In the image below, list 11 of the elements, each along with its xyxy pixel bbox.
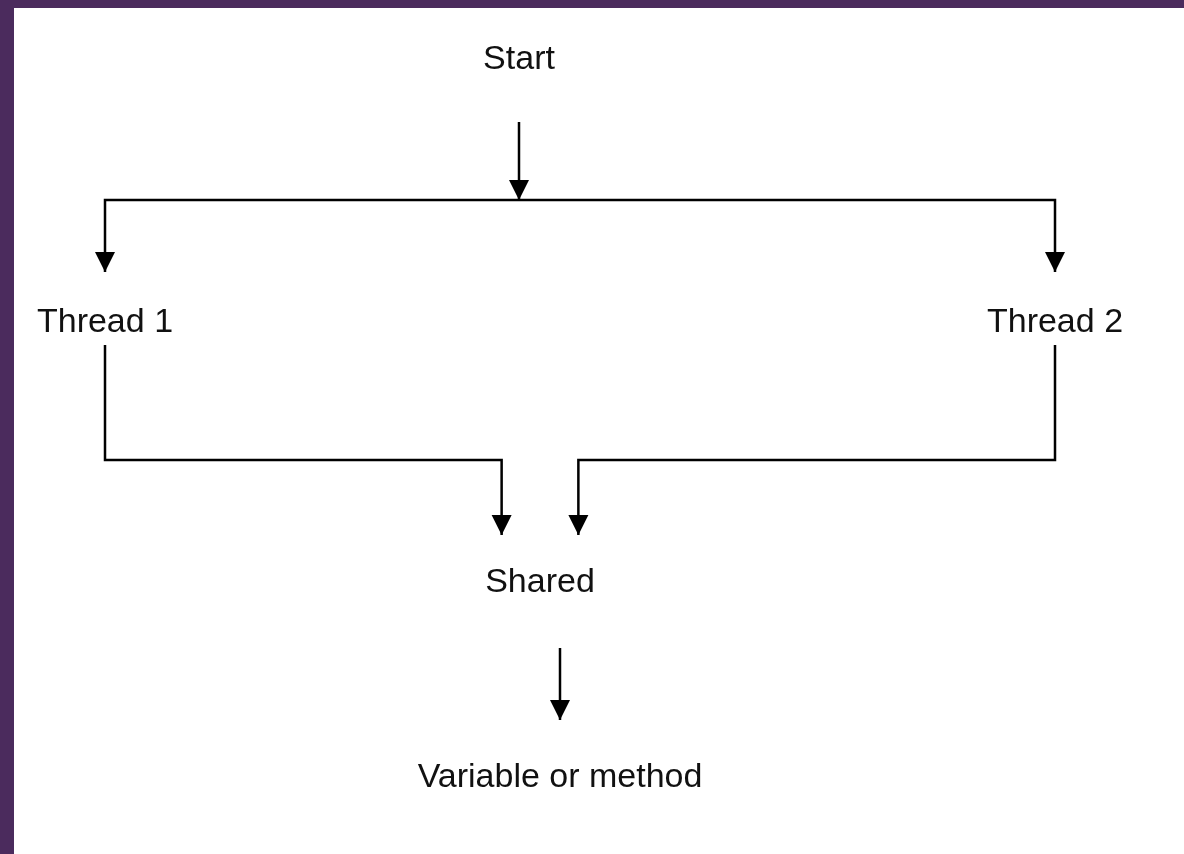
arrow [103, 345, 512, 535]
arrow [95, 198, 519, 272]
arrow [509, 122, 529, 200]
arrow [550, 648, 570, 720]
node-label: Start [483, 37, 555, 77]
node-label: Thread 2 [986, 300, 1124, 340]
node-label: Shared [485, 560, 595, 600]
node-label: Variable or method [417, 755, 703, 795]
node-label: Thread 1 [36, 300, 174, 340]
arrow [568, 345, 1057, 535]
arrow [519, 198, 1065, 272]
